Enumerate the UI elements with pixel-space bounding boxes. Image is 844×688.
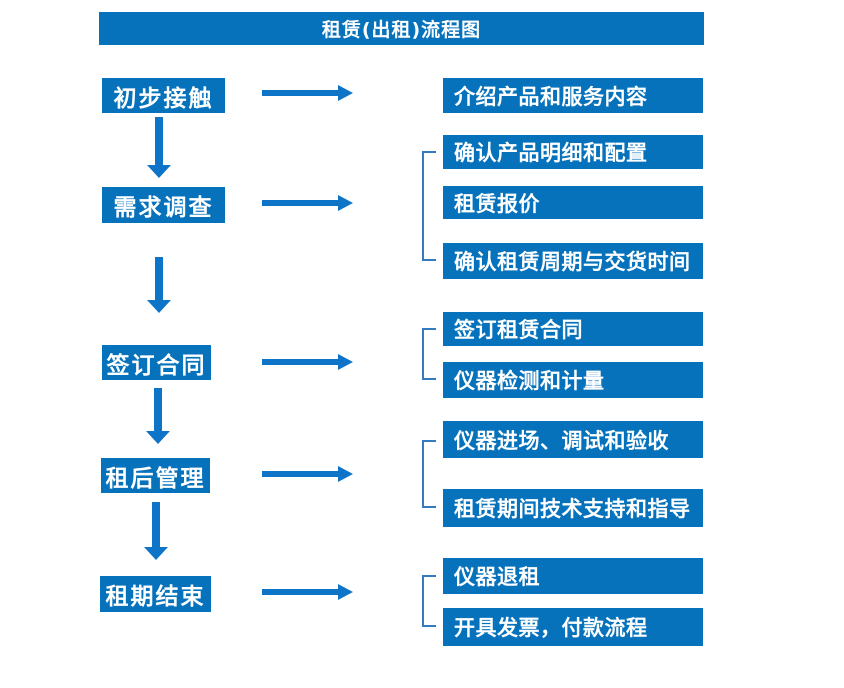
detail-box-instrument-entry-debug-acceptance: 仪器进场、调试和验收: [443, 421, 703, 458]
right-arrow-4-head: [338, 466, 353, 482]
right-arrow-3-shaft: [262, 359, 339, 365]
down-arrow-1-shaft: [155, 117, 163, 165]
down-arrow-2: [147, 257, 171, 313]
stage-box-demand-survey: 需求调查: [102, 187, 225, 223]
right-arrow-4: [262, 466, 353, 482]
down-arrow-1: [147, 117, 171, 178]
flowchart-title-bar: 租赁(出租)流程图: [99, 12, 704, 45]
down-arrow-4-head: [144, 547, 168, 560]
down-arrow-2-head: [147, 300, 171, 313]
bracket-sign-contract-group: [422, 328, 436, 380]
down-arrow-2-shaft: [155, 257, 163, 300]
detail-box-sign-rental-contract: 签订租赁合同: [443, 312, 703, 346]
bracket-demand-survey-group: [422, 151, 436, 261]
right-arrow-1-shaft: [262, 90, 339, 96]
right-arrow-1: [262, 85, 353, 101]
right-arrow-3-head: [338, 354, 353, 370]
right-arrow-2-head: [338, 195, 353, 211]
flowchart-title: 租赁(出租)流程图: [321, 19, 482, 41]
stage-box-rental-end: 租期结束: [100, 576, 211, 612]
right-arrow-3: [262, 354, 353, 370]
down-arrow-1-head: [147, 165, 171, 178]
detail-box-instrument-inspection-measurement: 仪器检测和计量: [443, 362, 703, 398]
detail-box-confirm-product-details-config: 确认产品明细和配置: [443, 135, 703, 169]
stage-box-initial-contact: 初步接触: [102, 78, 225, 113]
detail-box-technical-support-guidance: 租赁期间技术支持和指导: [443, 489, 703, 527]
right-arrow-2-shaft: [262, 200, 339, 206]
down-arrow-4: [144, 502, 168, 560]
right-arrow-2: [262, 195, 353, 211]
down-arrow-3: [146, 388, 170, 444]
detail-box-rental-quotation: 租赁报价: [443, 186, 703, 219]
right-arrow-5-head: [338, 584, 353, 600]
detail-box-instrument-return: 仪器退租: [443, 558, 703, 594]
down-arrow-3-head: [146, 431, 170, 444]
down-arrow-3-shaft: [154, 388, 162, 431]
detail-box-invoice-payment-process: 开具发票，付款流程: [443, 608, 703, 646]
down-arrow-4-shaft: [152, 502, 160, 547]
bracket-post-rental-group: [422, 440, 436, 508]
right-arrow-5-shaft: [262, 589, 339, 595]
stage-box-post-rental-management: 租后管理: [101, 458, 210, 493]
bracket-rental-end-group: [422, 575, 436, 627]
detail-box-introduce-products-services: 介绍产品和服务内容: [443, 78, 703, 113]
stage-box-sign-contract: 签订合同: [102, 345, 211, 380]
right-arrow-5: [262, 584, 353, 600]
detail-box-confirm-rental-period-delivery: 确认租赁周期与交货时间: [443, 243, 703, 279]
right-arrow-1-head: [338, 85, 353, 101]
right-arrow-4-shaft: [262, 471, 339, 477]
